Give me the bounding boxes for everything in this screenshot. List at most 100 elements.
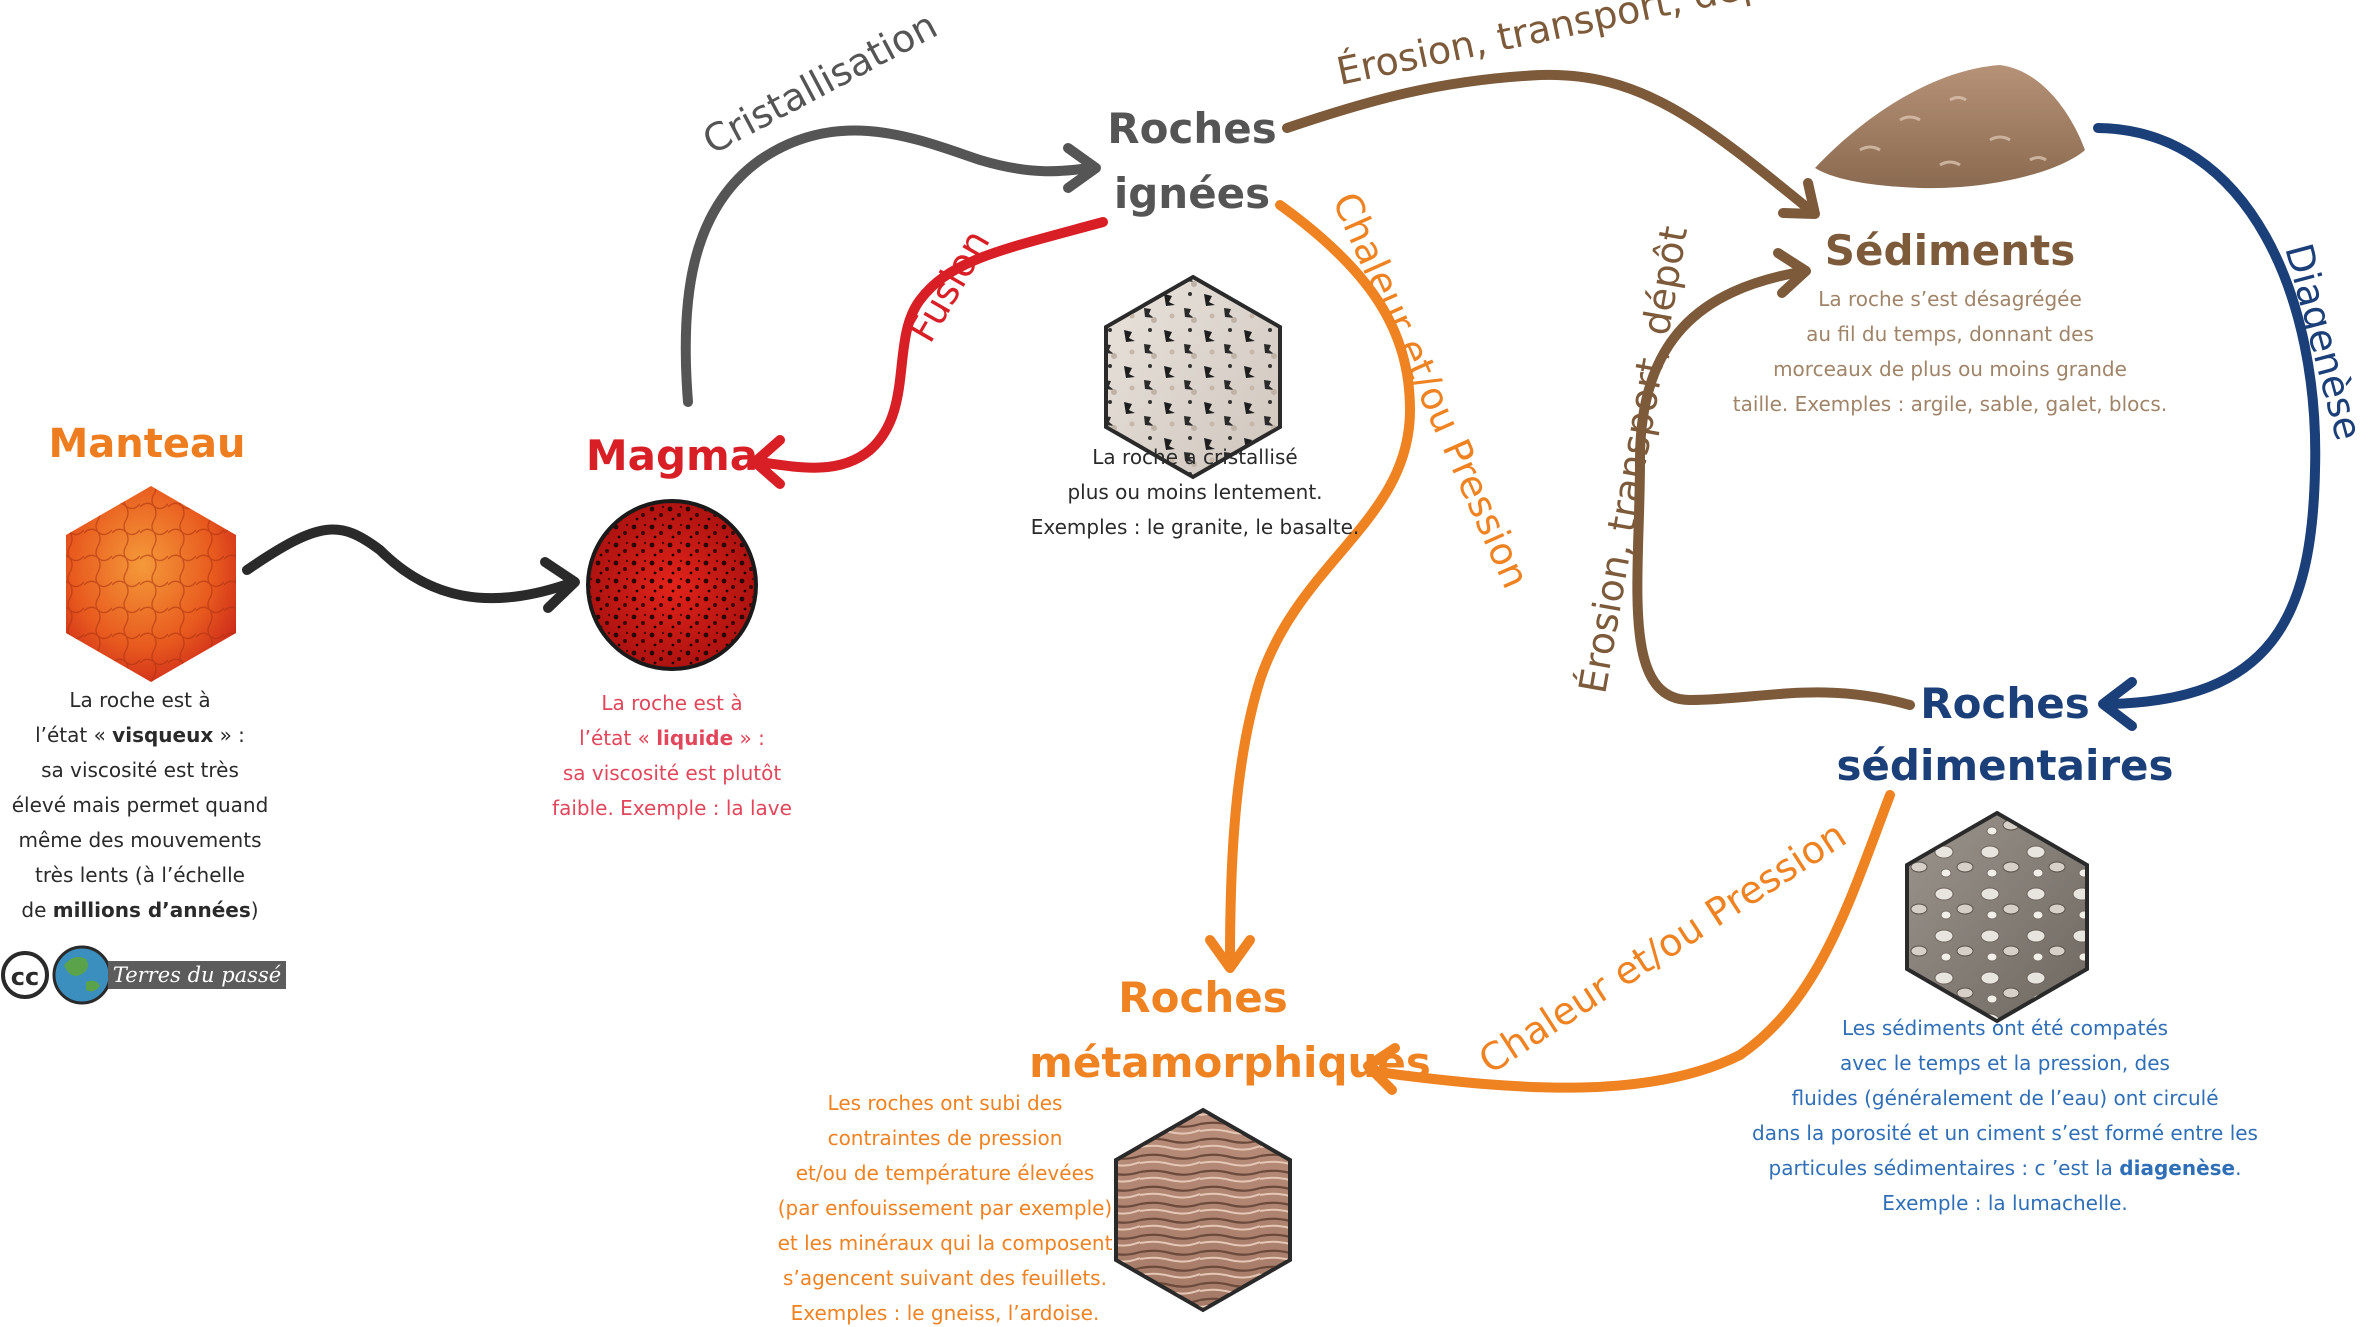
desc-text: » : <box>733 726 765 750</box>
image-magma-texture <box>590 503 754 667</box>
arrow-chaleur-sed <box>1367 790 1895 1093</box>
desc-line: très lents (à l’échelle <box>35 863 245 887</box>
desc-manteau: La roche est à l’état « visqueux » : sa vi… <box>12 688 269 922</box>
desc-line: au fil du temps, donnant des <box>1806 322 2094 346</box>
desc-line: taille. Exemples : argile, sable, galet,… <box>1733 392 2167 416</box>
image-manteau-texture <box>66 486 236 682</box>
title-ignees-2: ignées <box>1114 169 1270 218</box>
title-sedimentaires-2: sédimentaires <box>1836 741 2173 790</box>
arrowhead-chaleur-sed <box>1363 1043 1400 1095</box>
desc-keyword: millions d’années <box>53 898 251 922</box>
desc-line: sa viscosité est très <box>41 758 239 782</box>
image-sand-pile <box>1815 65 2085 189</box>
desc-metamorphiques: Les roches ont subi des contraintes de pr… <box>778 1091 1113 1325</box>
desc-line: (par enfouissement par exemple) <box>778 1196 1112 1220</box>
desc-line: Les roches ont subi des <box>828 1091 1063 1115</box>
desc-line: La roche a cristallisé <box>1092 445 1297 469</box>
arrowhead-cristallisation <box>1063 143 1101 193</box>
desc-text: La roche a cristallisé <box>1092 445 1297 469</box>
desc-text: La roche est à <box>69 688 210 712</box>
desc-text: s’agencent suivant des feuillets. <box>783 1266 1107 1290</box>
arrowhead-chaleur-ignees <box>1205 935 1255 973</box>
desc-text: ) <box>251 898 259 922</box>
desc-text: avec le temps et la pression, des <box>1840 1051 2170 1075</box>
arrowhead-fusion <box>750 435 785 489</box>
desc-text: de <box>21 898 52 922</box>
desc-line: sa viscosité est plutôt <box>563 761 781 785</box>
desc-line: dans la porosité et un ciment s’est form… <box>1752 1121 2258 1145</box>
desc-magma: La roche est à l’état « liquide » : sa vis… <box>552 691 792 820</box>
desc-line: de millions d’années) <box>21 898 258 922</box>
desc-text: sa viscosité est plutôt <box>563 761 781 785</box>
arrow-erosion-top <box>1282 69 1815 215</box>
desc-line: particules sédimentaires : c ’est la dia… <box>1769 1156 2242 1180</box>
arrowhead-manteau-magma <box>540 557 580 613</box>
image-granite-texture <box>1108 279 1278 475</box>
desc-text: au fil du temps, donnant des <box>1806 322 2094 346</box>
title-ignees-1: Roches <box>1107 104 1276 153</box>
desc-text: morceaux de plus ou moins grande <box>1773 357 2127 381</box>
desc-text: sa viscosité est très <box>41 758 239 782</box>
desc-line: Les sédiments ont été compatés <box>1842 1016 2168 1040</box>
desc-line: fluides (généralement de l’eau) ont circ… <box>1791 1086 2218 1110</box>
desc-text: Exemple : la lumachelle. <box>1882 1191 2128 1215</box>
image-gneiss-texture <box>1118 1112 1288 1308</box>
label-diagenese: Diagenèse <box>2276 239 2362 445</box>
title-metamorphiques-1: Roches <box>1118 973 1287 1022</box>
image-sand-highlights <box>1859 96 2047 167</box>
desc-line: contraintes de pression <box>828 1126 1063 1150</box>
cc-icon-text: cc <box>11 963 39 991</box>
desc-line: Exemple : la lumachelle. <box>1882 1191 2128 1215</box>
desc-keyword: liquide <box>656 726 733 750</box>
desc-text: même des mouvements <box>19 828 262 852</box>
arrow-fusion <box>755 217 1108 473</box>
desc-line: plus ou moins lentement. <box>1067 480 1322 504</box>
arrowhead-erosion-left <box>1773 248 1811 298</box>
desc-text: fluides (généralement de l’eau) ont circ… <box>1791 1086 2218 1110</box>
desc-line: s’agencent suivant des feuillets. <box>783 1266 1107 1290</box>
desc-text: . <box>2235 1156 2241 1180</box>
title-metamorphiques-2: métamorphiques <box>1029 1038 1431 1087</box>
desc-text: particules sédimentaires : c ’est la <box>1769 1156 2120 1180</box>
cc-icon <box>1 951 49 999</box>
globe-icon <box>52 945 112 1005</box>
desc-line: et les minéraux qui la composent <box>778 1231 1113 1255</box>
desc-text: très lents (à l’échelle <box>35 863 245 887</box>
desc-text: Exemples : le gneiss, l’ardoise. <box>791 1301 1100 1325</box>
desc-line: Exemples : le gneiss, l’ardoise. <box>791 1301 1100 1325</box>
title-sedimentaires-1: Roches <box>1920 679 2089 728</box>
desc-text: et/ou de température élevées <box>796 1161 1095 1185</box>
desc-text: (par enfouissement par exemple) <box>778 1196 1112 1220</box>
logo-text: Terres du passé <box>113 963 281 987</box>
desc-text: La roche est à <box>601 691 742 715</box>
desc-line: morceaux de plus ou moins grande <box>1773 357 2127 381</box>
desc-line: avec le temps et la pression, des <box>1840 1051 2170 1075</box>
desc-text: et les minéraux qui la composent <box>778 1231 1113 1255</box>
desc-line: élevé mais permet quand <box>12 793 269 817</box>
desc-line: l’état « visqueux » : <box>35 723 245 747</box>
desc-line: même des mouvements <box>19 828 262 852</box>
desc-keyword: diagenèse <box>2119 1156 2235 1180</box>
arrowhead-diagenese <box>2098 677 2137 731</box>
desc-line: La roche est à <box>601 691 742 715</box>
desc-ignees: La roche a cristallisé plus ou moins lent… <box>1031 445 1359 539</box>
label-erosion-left: Érosion, transport, dépôt <box>1571 223 1697 697</box>
arrow-cristallisation <box>680 125 1095 407</box>
desc-text: Les sédiments ont été compatés <box>1842 1016 2168 1040</box>
desc-line: Exemples : le granite, le basalte. <box>1031 515 1359 539</box>
desc-text: l’état « <box>35 723 112 747</box>
desc-text: taille. Exemples : argile, sable, galet,… <box>1733 392 2167 416</box>
desc-line: La roche est à <box>69 688 210 712</box>
desc-line: faible. Exemple : la lave <box>552 796 792 820</box>
desc-text: » : <box>213 723 245 747</box>
arrow-erosion-left <box>1632 267 1915 710</box>
arrow-diagenese <box>2093 123 2321 709</box>
desc-text: La roche s’est désagrégée <box>1818 287 2082 311</box>
arrow-manteau-magma <box>242 524 570 604</box>
desc-line: l’état « liquide » : <box>579 726 765 750</box>
title-magma: Magma <box>586 431 758 480</box>
label-chaleur-sed: Chaleur et/ou Pression <box>1471 813 1854 1083</box>
image-lumachelle-texture <box>1909 815 2085 1019</box>
arrow-chaleur-ignees <box>1225 200 1416 965</box>
